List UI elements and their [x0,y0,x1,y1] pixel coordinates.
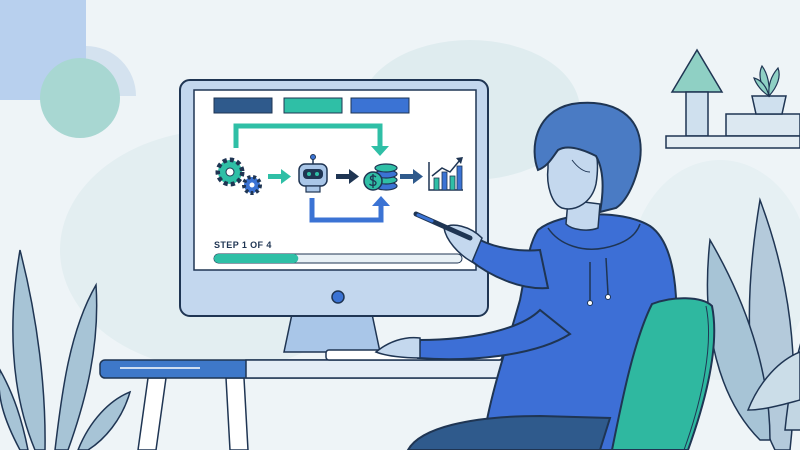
arrow-up-icon [372,196,390,206]
box-decor [725,113,800,137]
gears-icon [215,157,262,195]
flow-connector-top [233,123,383,148]
plant-leaf [12,249,46,450]
triangle-decor [670,48,724,93]
stylus-tip [416,213,434,223]
step-label: STEP 1 OF 4 [214,240,272,250]
header-bar-blue [350,97,410,114]
monitor-stand [283,313,381,353]
chair-back [610,297,716,450]
left-plant [0,249,132,450]
person-hand-keyboard [374,336,421,359]
flow-arrow [268,169,291,184]
flow-arrow [400,169,423,184]
desk-leg [225,377,249,450]
shelf [665,135,800,149]
string-tip [587,300,593,306]
progress-fill [214,254,299,263]
gear-large-hole [225,167,235,177]
plant-leaf [0,368,29,450]
plant-leaf [77,390,132,450]
block-decor [685,91,709,137]
plant-pot [751,95,787,115]
person-pants [406,414,612,450]
shelf-group [665,48,800,149]
hoodie-string [605,257,609,295]
flow-arrow [336,169,359,184]
bg-teal-circle [40,58,120,138]
hood-outline [547,223,641,250]
string-tip [605,294,611,300]
right-plant [706,197,800,450]
flow-connector-bottom [309,198,384,223]
plant-leaf [54,282,98,450]
header-bar-navy [213,97,273,114]
chart-icon [428,157,463,191]
coins-icon [363,163,398,191]
person-hair [533,101,642,214]
person-ear [571,159,591,173]
arrow-down-icon [371,146,389,156]
header-bar-teal [283,97,343,114]
desk-leg [137,377,167,450]
robot-icon [298,154,328,193]
chair-edge [683,305,710,450]
monitor [179,79,489,353]
pot-leaf [768,66,780,98]
desk [99,359,571,450]
power-button [331,290,345,304]
gear-small-hole [249,182,255,188]
pot-leaf [753,77,770,98]
